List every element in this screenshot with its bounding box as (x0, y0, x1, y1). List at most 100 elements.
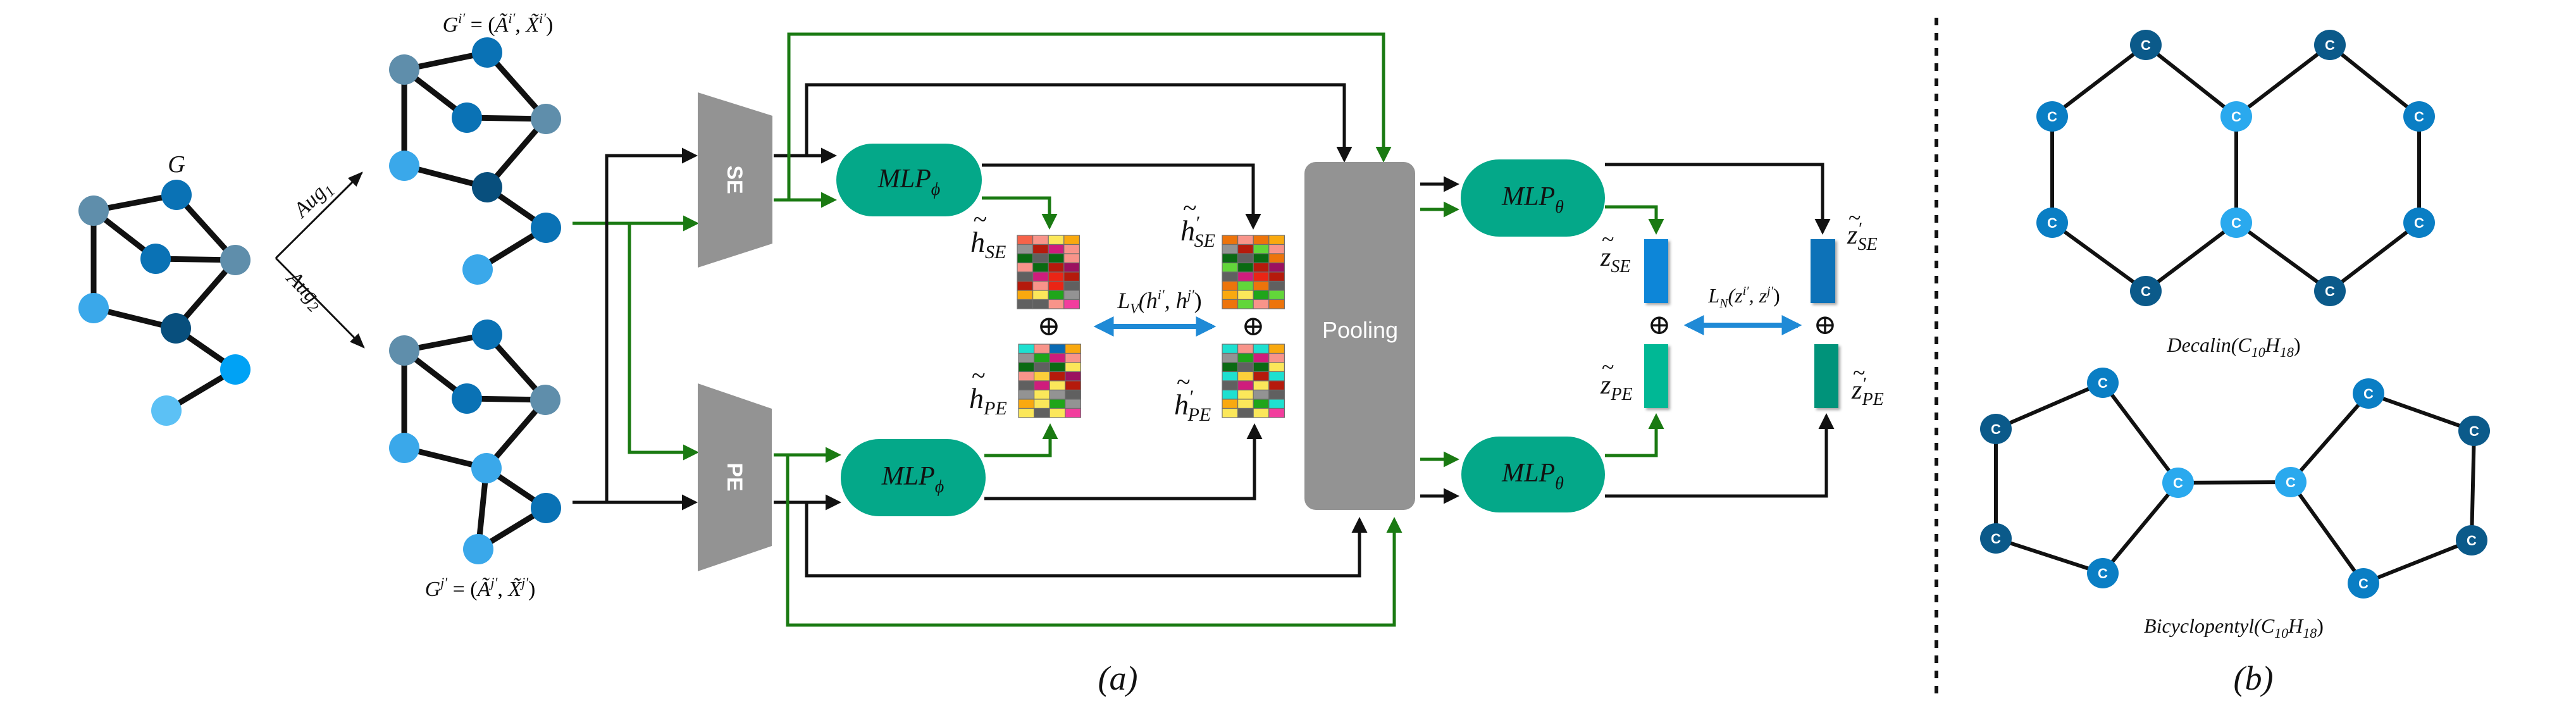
molecule-bond (2051, 43, 2147, 118)
embedding-cell (1253, 235, 1270, 245)
embedding-cell (1237, 389, 1254, 400)
atom-label: C (2173, 475, 2183, 491)
embedding-cell (1253, 399, 1270, 409)
embedding-cell (1237, 271, 1254, 282)
embedding-cell (1065, 344, 1082, 354)
h-pe-prime-label: h′PE ~ (1174, 368, 1211, 425)
embedding-cell (1063, 244, 1081, 254)
svg-text:~: ~ (1177, 368, 1191, 396)
embedding-cell (1237, 262, 1254, 273)
embedding-cell (1253, 407, 1270, 418)
graph-node (463, 534, 493, 564)
embedding-cell (1222, 380, 1239, 391)
embedding-cell (1268, 352, 1285, 363)
augmentation-arrows: Aug1 Aug2 (275, 171, 365, 349)
svg-text:z′PE: z′PE (1851, 375, 1884, 409)
svg-text:MLPθ: MLPθ (1501, 182, 1564, 217)
embedding-cell (1268, 290, 1285, 301)
embedding-cell (1253, 280, 1270, 291)
embedding-cell (1268, 299, 1285, 309)
atom-label: C (2098, 566, 2108, 581)
embedding-cell (1032, 235, 1049, 245)
embedding-cell (1222, 399, 1239, 409)
atom-label: C (2325, 37, 2335, 53)
embedding-cell (1048, 253, 1065, 264)
embedding-cell (1253, 244, 1270, 254)
h-pe-label: hPE ~ (969, 361, 1007, 419)
embedding-cell (1268, 280, 1285, 291)
mlp-phi-se: MLPϕ (836, 144, 982, 216)
embedding-cell (1032, 290, 1049, 301)
h-pe-prime-grid (1222, 344, 1285, 418)
embedding-cell (1048, 290, 1065, 301)
embedding-cell (1253, 352, 1270, 363)
embedding-cell (1253, 299, 1270, 309)
embedding-cell (1018, 380, 1035, 391)
embedding-cell (1253, 271, 1270, 282)
bicyclopentyl-label: Bicyclopentyl(C10H18) (2144, 614, 2324, 641)
graph-node (389, 54, 419, 85)
molecule-bond (2329, 221, 2420, 293)
embedding-cell (1237, 352, 1254, 363)
embedding-cell (1222, 389, 1239, 400)
embedding-cell (1063, 299, 1081, 309)
embedding-cell (1063, 235, 1081, 245)
embedding-cell (1237, 244, 1254, 254)
panel-a-caption: (a) (1098, 659, 1138, 697)
carbon-atom (2456, 525, 2487, 555)
atom-label: C (2358, 576, 2369, 592)
mlp-theta-pe: MLPθ (1461, 437, 1605, 512)
embedding-cell (1253, 362, 1270, 373)
molecule-bond (2470, 430, 2476, 541)
embedding-cell (1049, 344, 1066, 354)
atom-label: C (1991, 531, 2001, 547)
carbon-atom (2353, 378, 2384, 409)
z-se-prime-label: z′SE ~ (1847, 205, 1878, 254)
graph-node (531, 213, 561, 243)
mlp-phi-pe-to-h-pe (984, 423, 1058, 457)
embedding-cell (1253, 262, 1270, 273)
molecule-bond (1995, 381, 2104, 431)
embedding-cell (1253, 380, 1270, 391)
graph-node (151, 395, 182, 426)
carbon-atom (2458, 416, 2490, 446)
embedding-cell (1033, 344, 1050, 354)
atom-label: C (2098, 375, 2108, 391)
embedding-cell (1017, 253, 1034, 264)
h-se-prime-grid (1222, 235, 1285, 309)
molecule-bond (2051, 221, 2147, 293)
graph-node (389, 151, 419, 181)
graph-node (140, 244, 171, 274)
svg-text:MLPθ: MLPθ (1501, 459, 1564, 493)
molecule-bond (2101, 481, 2180, 574)
pooling-label: Pooling (1322, 317, 1398, 343)
graph-node (472, 37, 502, 68)
svg-text:zPE: zPE (1600, 371, 1633, 404)
svg-text:~: ~ (973, 205, 987, 233)
se-skip-green (787, 32, 1392, 200)
aug2-arrow (275, 257, 365, 349)
carbon-atom (2403, 101, 2435, 132)
pe-encoder: PE (698, 383, 772, 571)
embedding-cell (1237, 290, 1254, 301)
concat-z-right: ⊕ (1814, 309, 1837, 340)
embedding-cell (1065, 352, 1082, 363)
molecule-bond (2362, 538, 2473, 585)
carbon-atom (2220, 101, 2252, 132)
embedding-cell (1065, 362, 1082, 373)
mlp-theta-to-z-pe (1605, 413, 1664, 457)
embedding-cell (1253, 253, 1270, 264)
graph-node (472, 319, 502, 350)
embedding-cell (1237, 362, 1254, 373)
embedding-cell (1222, 235, 1239, 245)
embedding-cell (1033, 352, 1050, 363)
atom-label: C (2325, 283, 2335, 299)
embedding-cell (1065, 371, 1082, 382)
svg-text:~: ~ (1183, 194, 1197, 222)
z-pe-prime-vector (1814, 344, 1838, 408)
molecule-bond (2145, 43, 2238, 118)
embedding-cell (1222, 253, 1239, 264)
embedding-cell (1049, 352, 1066, 363)
embedding-cell (1222, 352, 1239, 363)
